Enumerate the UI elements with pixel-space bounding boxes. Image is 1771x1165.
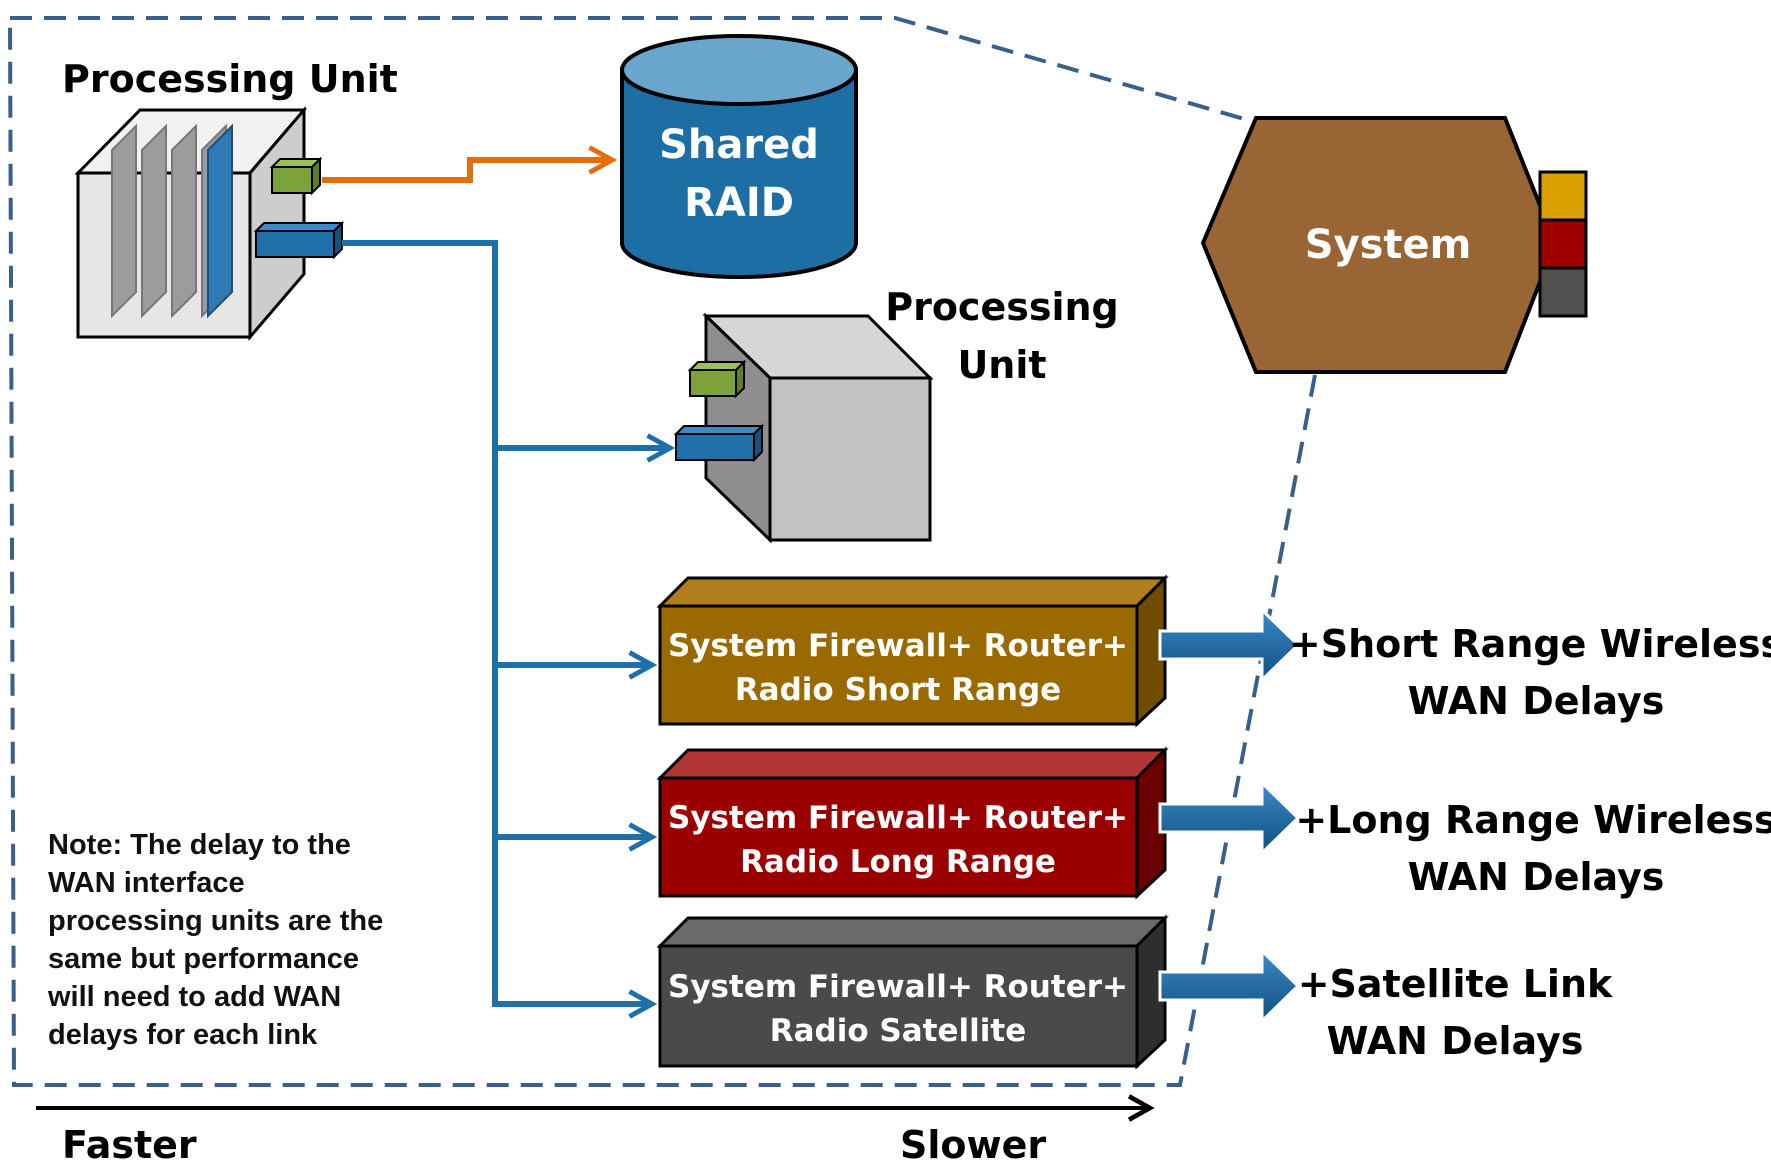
firewall-box-short-range	[656, 574, 1169, 728]
delay-short-line2: WAN Delays	[1408, 679, 1665, 723]
delay-note: Note: The delay to the WAN interface pro…	[48, 826, 438, 1054]
database-cylinder-icon	[620, 34, 858, 279]
processing-unit-2-label-line2: Unit	[957, 343, 1046, 387]
server-cube-icon	[673, 312, 934, 544]
blue-port-icon	[253, 220, 345, 260]
firewall-long-line1: System Firewall+ Router+	[668, 800, 1128, 836]
fat-arrow-long	[1158, 779, 1301, 857]
axis-slower-label: Slower	[900, 1123, 1046, 1165]
note-line: same but performance	[48, 943, 360, 975]
note-line: Note: The delay to the	[48, 829, 351, 861]
processing-unit-1-label: Processing Unit	[62, 57, 398, 101]
note-line: delays for each link	[48, 1019, 318, 1051]
blue-bus-main	[342, 240, 652, 1004]
firewall-short-line2: Radio Short Range	[735, 672, 1061, 708]
delay-long-line1: +Long Range Wireless	[1295, 798, 1771, 842]
fat-arrow-satellite	[1158, 947, 1301, 1025]
processing-unit-2-label-line1: Processing	[885, 285, 1119, 329]
server-cube-icon	[74, 105, 345, 342]
server-blade-icon	[111, 123, 233, 319]
hexagon-system-icon	[1200, 116, 1588, 374]
firewall-box-satellite	[656, 914, 1169, 1070]
firewall-long-line2: Radio Long Range	[740, 844, 1056, 880]
green-port-icon	[687, 359, 747, 399]
firewall-box-long-range	[656, 746, 1169, 900]
system-label: System	[1305, 222, 1472, 268]
axis-faster-label: Faster	[62, 1123, 197, 1165]
delay-satellite-line2: WAN Delays	[1327, 1019, 1584, 1063]
green-port-icon	[269, 156, 323, 196]
note-line: processing units are the	[48, 905, 384, 937]
delay-long-line2: WAN Delays	[1408, 855, 1665, 899]
fat-arrow-short	[1158, 606, 1301, 684]
firewall-short-line1: System Firewall+ Router+	[668, 628, 1128, 664]
delay-short-line1: +Short Range Wireless	[1289, 622, 1771, 666]
note-line: will need to add WAN	[48, 981, 342, 1013]
note-line: WAN interface	[48, 867, 245, 899]
shared-raid-label-line2: RAID	[684, 180, 794, 226]
firewall-satellite-line2: Radio Satellite	[770, 1013, 1027, 1049]
firewall-satellite-line1: System Firewall+ Router+	[668, 969, 1128, 1005]
orange-link-to-raid	[322, 160, 612, 183]
blue-port-icon	[673, 423, 765, 463]
shared-raid-label-line1: Shared	[659, 122, 819, 168]
delay-satellite-line1: +Satellite Link	[1298, 962, 1613, 1006]
system-boundary-dashed	[8, 16, 1317, 1087]
